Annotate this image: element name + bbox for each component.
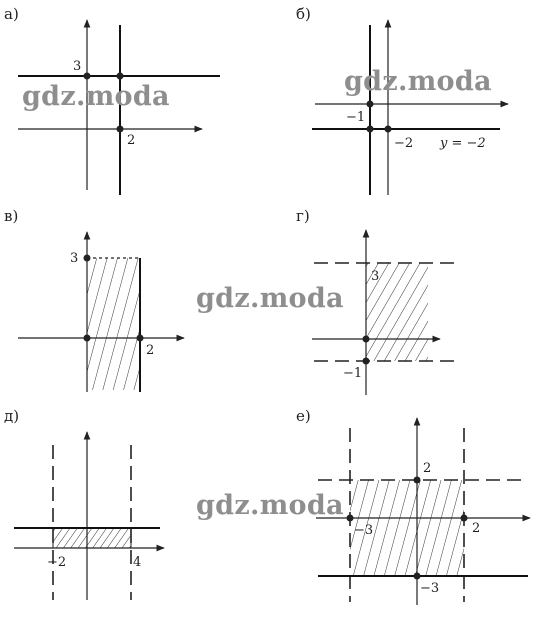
point xyxy=(136,334,144,342)
panel-label: б) xyxy=(296,5,311,23)
tick-label: 4 xyxy=(133,555,141,570)
panel-label: а) xyxy=(4,5,19,23)
point xyxy=(413,476,421,484)
tick-label: −3 xyxy=(420,581,439,596)
hatched-region xyxy=(87,258,140,390)
panel-d: д) −2 4 xyxy=(4,407,165,600)
hatched-region xyxy=(366,263,428,361)
point xyxy=(366,100,374,108)
panel-e: е) 2 −3 2 −3 xyxy=(296,407,531,605)
point xyxy=(362,357,370,365)
watermark: gdz.moda xyxy=(22,81,170,112)
panel-v: в) 3 2 xyxy=(4,207,185,392)
tick-label: 3 xyxy=(73,59,81,74)
panel-b: б) −1 −2 y = −2 xyxy=(296,5,509,195)
watermark: gdz.moda xyxy=(196,283,344,314)
watermark: gdz.moda xyxy=(196,490,344,521)
panel-label: д) xyxy=(4,407,19,425)
equation-label: y = −2 xyxy=(439,136,486,151)
point xyxy=(346,514,354,522)
point xyxy=(83,72,91,80)
tick-label: 2 xyxy=(127,133,135,148)
hatched-region xyxy=(52,527,132,549)
point xyxy=(116,72,124,80)
point xyxy=(116,125,124,133)
point xyxy=(362,335,370,343)
panel-a: а) 3 2 xyxy=(4,5,220,195)
tick-label: −2 xyxy=(47,555,66,570)
panel-label: г) xyxy=(296,207,310,225)
point xyxy=(366,125,374,133)
point xyxy=(384,125,392,133)
panel-g: г) 3 −1 xyxy=(296,207,458,395)
tick-label: 3 xyxy=(371,269,379,284)
tick-label: 2 xyxy=(423,461,431,476)
tick-label: −1 xyxy=(343,366,362,381)
watermark: gdz.moda xyxy=(344,66,492,97)
point xyxy=(460,514,468,522)
point xyxy=(83,334,91,342)
point xyxy=(83,254,91,262)
hatched-region xyxy=(350,480,464,576)
tick-label: 2 xyxy=(472,521,480,536)
tick-label: −1 xyxy=(346,110,365,125)
tick-label: 2 xyxy=(146,343,154,358)
point xyxy=(413,572,421,580)
tick-label: −3 xyxy=(354,523,373,538)
panel-label: в) xyxy=(4,207,18,225)
tick-label: −2 xyxy=(394,136,413,151)
tick-label: 3 xyxy=(70,251,78,266)
panel-label: е) xyxy=(296,407,311,425)
